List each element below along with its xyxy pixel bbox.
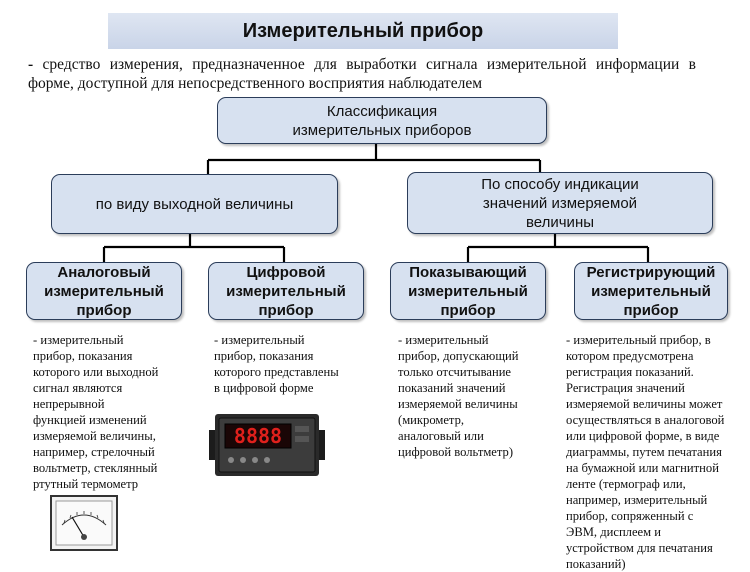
- box-analog: Аналоговый измерительный прибор: [26, 262, 182, 320]
- digital-line3: прибор: [258, 301, 314, 319]
- analog-line2: измерительный: [44, 282, 164, 300]
- desc-line: устройством для печатания: [566, 541, 713, 555]
- page-title: Измерительный прибор: [242, 19, 484, 42]
- desc-line: непрерывной: [33, 397, 105, 411]
- recording-line2: измерительный: [591, 282, 711, 300]
- desc-line: - измерительный прибор, в: [566, 333, 711, 347]
- desc-line: измеряемой величины: [398, 397, 518, 411]
- desc-line: (микрометр,: [398, 413, 465, 427]
- digital-line2: измерительный: [226, 282, 346, 300]
- desc-line: ленте (термограф или,: [566, 477, 686, 491]
- indication-line3: величины: [525, 213, 595, 231]
- definition-dash: -: [28, 56, 34, 73]
- desc-line: - измерительный: [398, 333, 489, 347]
- desc-line: вольтметр, стеклянный: [33, 461, 158, 475]
- indicating-line2: измерительный: [408, 282, 528, 300]
- definition-body: средство измерения, предназначенное для …: [28, 56, 696, 92]
- desc-line: прибор, сопряженный с: [566, 509, 694, 523]
- desc-line: аналоговый или: [398, 429, 484, 443]
- digital-display-readout: 8888: [234, 424, 282, 448]
- desc-line: котором предусмотрена: [566, 349, 694, 363]
- desc-line: прибор, допускающий: [398, 349, 519, 363]
- desc-indicating: - измерительный прибор, допускающий толь…: [398, 332, 570, 460]
- desc-line: регистрация показаний.: [566, 365, 694, 379]
- desc-line: или цифровой форме, в виде: [566, 429, 720, 443]
- recording-line3: прибор: [623, 301, 679, 319]
- title-bar: Измерительный прибор: [108, 13, 618, 49]
- root-line2: измерительных приборов: [292, 121, 472, 139]
- desc-line: функцией изменений: [33, 413, 147, 427]
- desc-line: ЭВМ, дисплеем и: [566, 525, 662, 539]
- box-by-indication-method: По способу индикации значений измеряемой…: [407, 172, 713, 234]
- desc-line: показаний): [566, 557, 626, 571]
- indicating-line3: прибор: [440, 301, 496, 319]
- box-by-output-quantity-label: по виду выходной величины: [95, 195, 294, 213]
- desc-line: измеряемой величины может: [566, 397, 723, 411]
- desc-line: в цифровой форме: [214, 381, 314, 395]
- box-indicating: Показывающий измерительный прибор: [390, 262, 546, 320]
- desc-line: цифровой вольтметр): [398, 445, 514, 459]
- desc-line: которого или выходной: [33, 365, 159, 379]
- indication-line1: По способу индикации: [481, 175, 639, 193]
- desc-line: на бумажной или магнитной: [566, 461, 719, 475]
- desc-recording: - измерительный прибор, в котором предус…: [566, 332, 748, 572]
- desc-line: например, измерительный: [566, 493, 708, 507]
- box-recording: Регистрирующий измерительный прибор: [574, 262, 728, 320]
- indicating-line1: Показывающий: [409, 263, 527, 281]
- desc-line: прибор, показания: [214, 349, 314, 363]
- analog-line3: прибор: [76, 301, 132, 319]
- desc-line: сигнал являются: [33, 381, 123, 395]
- root-box: Классификация измерительных приборов: [217, 97, 547, 144]
- analog-line1: Аналоговый: [57, 263, 151, 281]
- box-digital: Цифровой измерительный прибор: [208, 262, 364, 320]
- desc-line: только отсчитывание: [398, 365, 512, 379]
- indication-line2: значений измеряемой: [482, 194, 638, 212]
- box-by-output-quantity: по виду выходной величины: [51, 174, 338, 234]
- desc-line: показаний значений: [398, 381, 506, 395]
- desc-line: измеряемой величины,: [33, 429, 156, 443]
- desc-line: прибор, показания: [33, 349, 133, 363]
- desc-line: - измерительный: [33, 333, 124, 347]
- analog-meter-image: [50, 495, 118, 551]
- recording-line1: Регистрирующий: [586, 263, 716, 281]
- desc-digital: - измерительный прибор, показания которо…: [214, 332, 386, 396]
- desc-line: ртутный термометр: [33, 477, 139, 491]
- digital-line1: Цифровой: [246, 263, 326, 281]
- desc-line: осуществляться в аналоговой: [566, 413, 725, 427]
- digital-meter-image: 8888: [207, 410, 327, 480]
- desc-line: диаграммы, путем печатания: [566, 445, 722, 459]
- desc-line: которого представлены: [214, 365, 339, 379]
- desc-line: например, стрелочный: [33, 445, 155, 459]
- root-line1: Классификация: [326, 102, 438, 120]
- desc-analog: - измерительный прибор, показания которо…: [33, 332, 203, 492]
- desc-line: Регистрация значений: [566, 381, 685, 395]
- desc-line: - измерительный: [214, 333, 305, 347]
- definition-text: - средство измерения, предназначенное дл…: [28, 55, 696, 93]
